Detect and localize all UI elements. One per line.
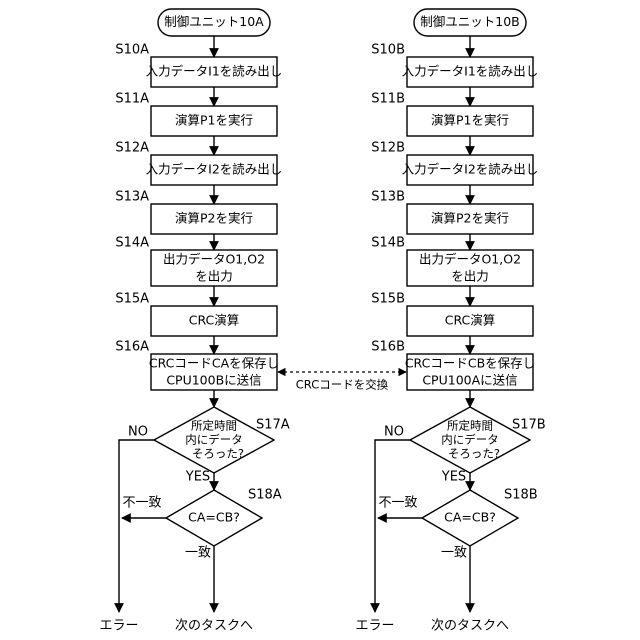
- step-text: CRCコードCAを保存し: [149, 356, 279, 371]
- start-label-b: 制御ユニット10B: [420, 14, 519, 29]
- end-next-label: 次のタスクへ: [431, 618, 509, 634]
- step-id: S14B: [371, 236, 405, 251]
- step-text: 演算P2を実行: [175, 211, 253, 226]
- decision-no-label: NO: [384, 425, 404, 440]
- end-error-label: エラー: [99, 619, 138, 634]
- step-id: S10B: [371, 43, 405, 58]
- step-text: 出力データO1,O2: [163, 252, 265, 267]
- step-text: 出力データO1,O2: [419, 252, 521, 267]
- step-text: 入力データI2を読み出し: [146, 162, 283, 177]
- step-id: S15B: [371, 292, 405, 307]
- decision-text: CA=CB?: [188, 510, 240, 525]
- step-text: CRC演算: [445, 313, 496, 328]
- step-text: CRC演算: [189, 313, 240, 328]
- step-text: を出力: [451, 269, 489, 284]
- decision-no-label: 不一致: [378, 496, 417, 511]
- step-id: S14A: [115, 236, 149, 251]
- decision-yes-label: YES: [441, 470, 466, 485]
- decision-text: そろった?: [192, 447, 244, 461]
- step-id: S15A: [115, 292, 149, 307]
- decision-id: S18A: [248, 488, 282, 503]
- decision-yes-label: 一致: [185, 546, 211, 561]
- step-text: 入力データI1を読み出し: [402, 64, 539, 79]
- decision-id: S17B: [512, 418, 546, 433]
- decision-yes-label: 一致: [441, 546, 467, 561]
- step-id: S12A: [115, 141, 149, 156]
- decision-id: S18B: [504, 488, 538, 503]
- step-text: CPU100Aに送信: [422, 373, 517, 388]
- decision-yes-label: YES: [185, 470, 210, 485]
- decision-text: 内にデータ: [185, 433, 243, 447]
- no-branch-line: [119, 440, 154, 612]
- step-id: S10A: [115, 43, 149, 58]
- decision-text: 所定時間: [191, 419, 237, 433]
- decision-no-label: NO: [128, 425, 148, 440]
- decision-text: 所定時間: [447, 419, 493, 433]
- step-id: S13A: [115, 190, 149, 205]
- step-text: CPU100Bに送信: [166, 373, 261, 388]
- end-next-label: 次のタスクへ: [175, 618, 253, 634]
- step-text: 演算P1を実行: [431, 113, 509, 128]
- step-text: 演算P1を実行: [175, 113, 253, 128]
- step-text: CRCコードCBを保存し: [405, 356, 535, 371]
- start-label-a: 制御ユニット10A: [164, 14, 264, 29]
- crc-exchange-label: CRCコードを交換: [296, 378, 389, 392]
- step-text: 入力データI2を読み出し: [402, 162, 539, 177]
- decision-id: S17A: [256, 418, 290, 433]
- step-id: S11B: [371, 92, 405, 107]
- step-id: S12B: [371, 141, 405, 156]
- step-id: S13B: [371, 190, 405, 205]
- step-text: を出力: [195, 269, 233, 284]
- no-branch-line: [375, 440, 410, 612]
- step-text: 入力データI1を読み出し: [146, 64, 283, 79]
- step-text: 演算P2を実行: [431, 211, 509, 226]
- decision-text: 内にデータ: [441, 433, 499, 447]
- step-id: S16A: [115, 340, 149, 355]
- step-id: S11A: [115, 92, 149, 107]
- decision-text: そろった?: [448, 447, 500, 461]
- end-error-label: エラー: [355, 619, 394, 634]
- decision-text: CA=CB?: [444, 510, 496, 525]
- decision-no-label: 不一致: [122, 496, 161, 511]
- step-id: S16B: [371, 340, 405, 355]
